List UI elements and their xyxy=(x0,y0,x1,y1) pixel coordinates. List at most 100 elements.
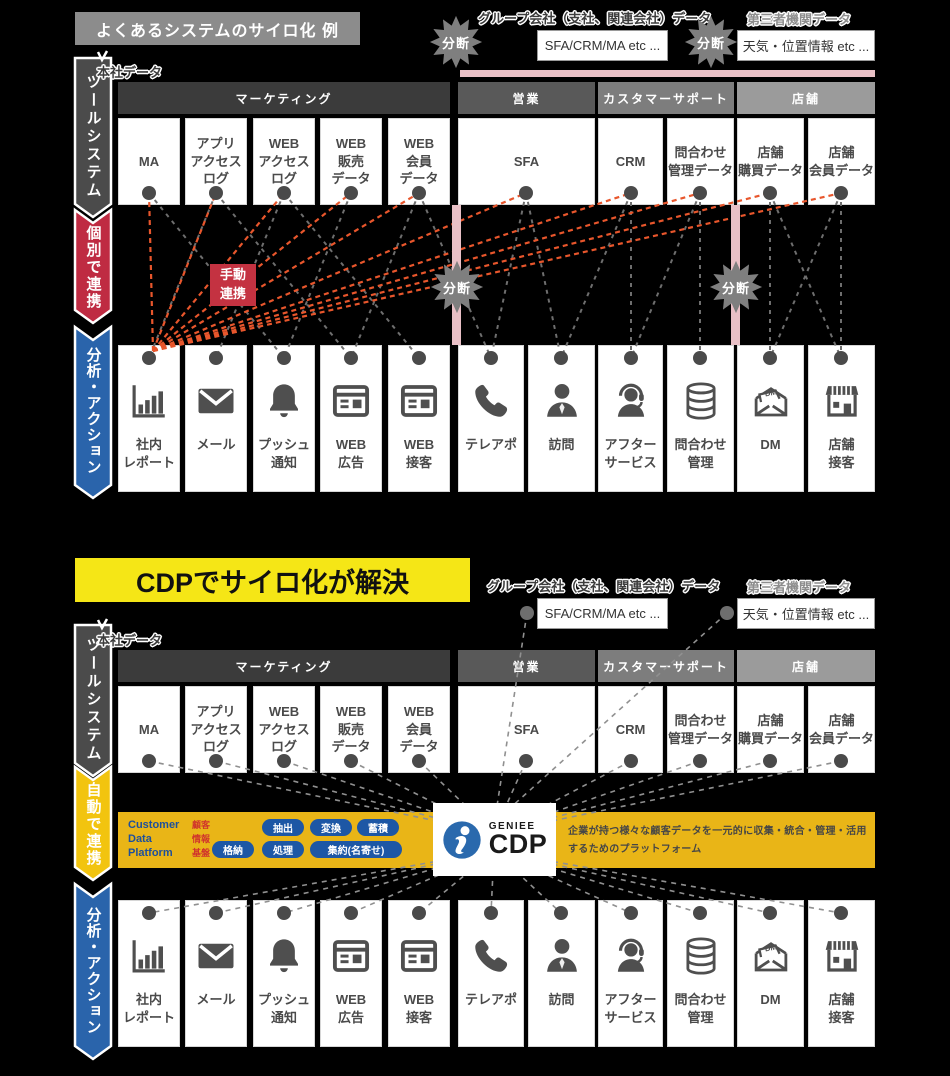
phone-icon xyxy=(470,380,512,422)
tool-box-label: MA xyxy=(138,721,160,737)
tool-box-label: WEB 販売 データ xyxy=(331,704,371,755)
browser-serve-icon xyxy=(398,935,440,977)
header-marketing: マーケティング xyxy=(118,82,450,114)
action-box-label: WEB 接客 xyxy=(403,437,435,470)
tool-box-label: WEB 販売 データ xyxy=(331,136,371,187)
headset-icon xyxy=(610,380,652,422)
action-box-inquiry-mgmt: 問合わせ 管理 xyxy=(667,900,734,1047)
tool-box-sfa: SFA xyxy=(458,686,595,773)
tool-box-label: CRM xyxy=(615,721,646,737)
tool-box-web-sales: WEB 販売 データ xyxy=(320,686,382,773)
browser-serve-icon xyxy=(398,380,440,422)
action-box-label: 訪問 xyxy=(548,992,575,1007)
tool-box-label: SFA xyxy=(513,153,540,169)
action-box-label: アフター サービス xyxy=(604,437,657,470)
action-box-mail: メール xyxy=(185,345,247,492)
action-box-store-serve: 店舗 接客 xyxy=(808,345,875,492)
person-icon xyxy=(541,380,583,422)
tool-box-label: アプリ アクセス ログ xyxy=(190,136,242,187)
tool-box-label: WEB アクセス ログ xyxy=(258,704,310,755)
honsha-data-label: 本社データ xyxy=(97,633,163,648)
browser-ad-icon xyxy=(330,380,372,422)
section2-title-text: CDPでサイロ化が解決 xyxy=(135,567,409,598)
tool-box-web-log: WEB アクセス ログ xyxy=(253,118,315,205)
brand-row: Platform 基盤 xyxy=(128,846,210,859)
bundan-burst: 分断 xyxy=(427,13,485,71)
database-icon xyxy=(680,935,722,977)
geniee-cdp-logo: GENIEE CDP xyxy=(433,803,556,876)
action-box-label: メール xyxy=(196,437,236,452)
process-chip-process: 処理 xyxy=(262,841,304,858)
action-box-label: プッシュ 通知 xyxy=(257,992,310,1025)
thirdparty-data-label: 第三者機関データ xyxy=(747,12,852,27)
action-box-label: 社内 レポート xyxy=(122,992,175,1025)
store-icon xyxy=(821,935,863,977)
tool-box-label: SFA xyxy=(513,721,540,737)
browser-ad-icon xyxy=(330,935,372,977)
action-box-label: テレアポ xyxy=(464,992,517,1007)
action-box-store-serve: 店舗 接客 xyxy=(808,900,875,1047)
action-box-push: プッシュ 通知 xyxy=(253,345,315,492)
tool-box-label: CRM xyxy=(615,153,646,169)
brand-en: Customer xyxy=(128,819,180,831)
tool-box-web-member: WEB 会員 データ xyxy=(388,686,450,773)
action-box-label: 問合わせ 管理 xyxy=(674,437,727,470)
bundan-burst-label: 分断 xyxy=(696,35,725,51)
action-box-dm: DM xyxy=(737,900,804,1047)
header-store: 店舗 xyxy=(737,82,875,114)
tool-box-crm: CRM xyxy=(598,118,663,205)
tool-box-label: MA xyxy=(138,153,160,169)
bundan-burst-label: 分断 xyxy=(721,280,750,296)
action-box-label: DM xyxy=(760,437,781,452)
action-box-label: WEB 広告 xyxy=(335,437,367,470)
action-box-label: 社内 レポート xyxy=(122,437,175,470)
dm-envelope-icon xyxy=(750,935,792,977)
honsha-data-label: 本社データ xyxy=(97,65,163,80)
action-box-label: 店舗 接客 xyxy=(828,437,855,470)
separation-bar-horizontal xyxy=(460,70,875,77)
action-box-visit: 訪問 xyxy=(528,900,595,1047)
tool-box-label: WEB 会員 データ xyxy=(399,136,439,187)
tool-box-app-log: アプリ アクセス ログ xyxy=(185,118,247,205)
tool-box-web-member: WEB 会員 データ xyxy=(388,118,450,205)
header-customer-support: カスタマーサポート xyxy=(598,82,734,114)
action-box-mail: メール xyxy=(185,900,247,1047)
tool-box-inquiry-data: 問合わせ 管理データ xyxy=(667,118,734,205)
brand-ja: 基盤 xyxy=(192,848,211,858)
bundan-burst: 分断 xyxy=(428,258,486,316)
action-box-teleapo: テレアポ xyxy=(458,900,524,1047)
tool-box-app-log: アプリ アクセス ログ xyxy=(185,686,247,773)
action-box-label: メール xyxy=(196,992,236,1007)
action-box-label: 訪問 xyxy=(548,437,575,452)
action-box-label: WEB 接客 xyxy=(403,992,435,1025)
header-sales: 営業 xyxy=(458,82,595,114)
group-company-data-label: グループ会社（支社、関連会社）データ xyxy=(478,11,712,26)
process-chip-extract: 抽出 xyxy=(262,819,304,836)
ribbon-label-tool-system: ツールシステム xyxy=(84,74,102,200)
tool-box-inquiry-data: 問合わせ 管理データ xyxy=(667,686,734,773)
tool-box-ma: MA xyxy=(118,686,180,773)
process-chip-accumulate: 蓄積 xyxy=(357,819,399,836)
action-box-visit: 訪問 xyxy=(528,345,595,492)
ribbon-label-analysis-action: 分析・アクション xyxy=(84,907,102,1035)
brand-en: Platform xyxy=(128,847,173,859)
thirdparty-data-label: 第三者機関データ xyxy=(747,580,852,595)
action-box-label: アフター サービス xyxy=(604,992,657,1025)
tool-box-label: 店舗 購買データ xyxy=(738,144,804,178)
action-box-push: プッシュ 通知 xyxy=(253,900,315,1047)
ribbon-label-tool-system: ツールシステム xyxy=(84,637,102,763)
tool-box-sfa: SFA xyxy=(458,118,595,205)
process-chip-transform: 変換 xyxy=(310,819,352,836)
bar-chart-icon xyxy=(128,380,170,422)
bundan-burst: 分断 xyxy=(707,258,765,316)
tool-box-web-sales: WEB 販売 データ xyxy=(320,118,382,205)
bell-icon xyxy=(263,380,305,422)
process-chip-aggregate: 集約(名寄せ) xyxy=(310,841,402,858)
header-sales: 営業 xyxy=(458,650,595,682)
tool-box-crm: CRM xyxy=(598,686,663,773)
action-box-label: 問合わせ 管理 xyxy=(674,992,727,1025)
weather-location-data-box: 天気・位置情報 etc ... xyxy=(737,30,875,61)
action-box-label: DM xyxy=(760,992,781,1007)
